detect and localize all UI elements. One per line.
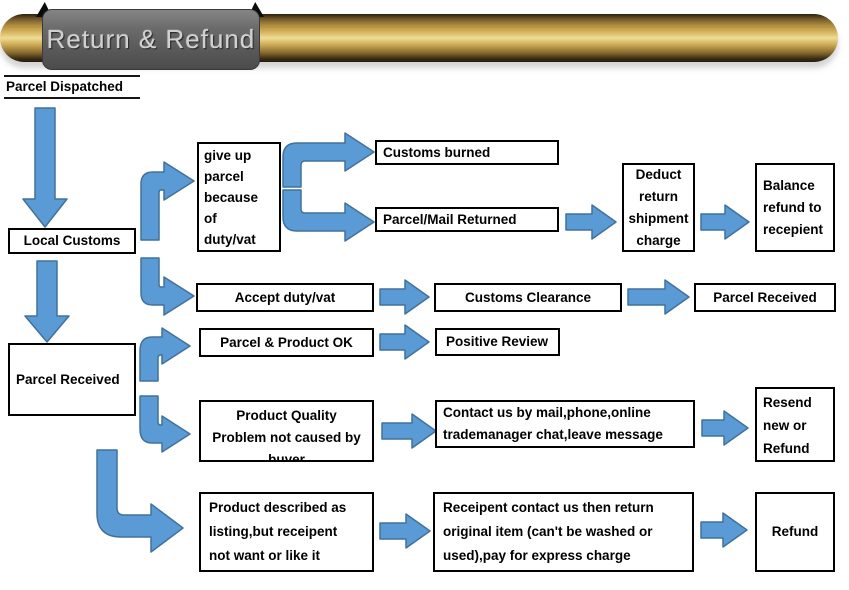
node-give-up-parcel: give up parcel because of duty/vat — [197, 142, 281, 252]
title-tab: Return & Refund — [42, 9, 260, 70]
arrow-contact-to-resend-icon — [701, 410, 749, 446]
bent-arrow-received-to-quality-icon — [139, 395, 191, 453]
node-contact-us: Contact us by mail,phone,online trademan… — [435, 400, 695, 448]
arrow-clearance-to-received-icon — [627, 279, 690, 315]
arrow-deduct-to-balance-icon — [700, 204, 750, 240]
node-refund: Refund — [755, 492, 835, 572]
node-parcel-product-ok: Parcel & Product OK — [199, 328, 374, 357]
node-resend-or-refund: Resend new or Refund — [755, 387, 835, 462]
arrow-described-to-receipent-icon — [379, 513, 431, 549]
node-balance-refund: Balance refund to recepient — [755, 163, 835, 252]
node-customs-burned: Customs burned — [375, 140, 559, 165]
bent-arrow-give-up-to-mail-returned-icon — [282, 189, 375, 242]
arrow-accept-to-clearance-icon — [379, 279, 430, 315]
node-parcel-received-left: Parcel Received — [8, 343, 136, 416]
node-parcel-received-right: Parcel Received — [694, 283, 836, 312]
arrow-quality-to-contact-icon — [381, 413, 437, 449]
bent-arrow-local-customs-to-accept-icon — [140, 257, 195, 316]
start-label: Parcel Dispatched — [4, 75, 140, 99]
node-product-described: Product described as listing,but receipe… — [199, 492, 374, 572]
arrow-receipent-to-refund-icon — [700, 512, 748, 548]
arrow-returned-to-deduct-icon — [565, 204, 617, 240]
node-parcel-mail-returned: Parcel/Mail Returned — [375, 207, 559, 232]
bent-arrow-received-to-product-ok-icon — [139, 327, 191, 382]
arrow-ok-to-review-icon — [379, 324, 430, 360]
bent-arrow-give-up-to-customs-burned-icon — [282, 132, 375, 188]
arrow-local-customs-to-parcel-received-icon — [24, 260, 70, 343]
page-title: Return & Refund — [46, 24, 256, 54]
node-local-customs: Local Customs — [8, 228, 136, 254]
node-receipent-contact: Receipent contact us then return origina… — [433, 492, 694, 572]
node-deduct-return-shipment: Deduct return shipment charge — [622, 163, 695, 252]
node-positive-review: Positive Review — [435, 328, 560, 356]
bent-arrow-local-customs-to-give-up-icon — [140, 161, 195, 241]
node-product-quality: Product Quality Problem not caused by bu… — [199, 400, 374, 462]
arrow-dispatched-to-local-customs-icon — [22, 107, 68, 228]
node-accept-duty: Accept duty/vat — [196, 283, 374, 312]
elbow-arrow-received-to-described-icon — [96, 449, 184, 553]
node-customs-clearance: Customs Clearance — [434, 283, 622, 312]
